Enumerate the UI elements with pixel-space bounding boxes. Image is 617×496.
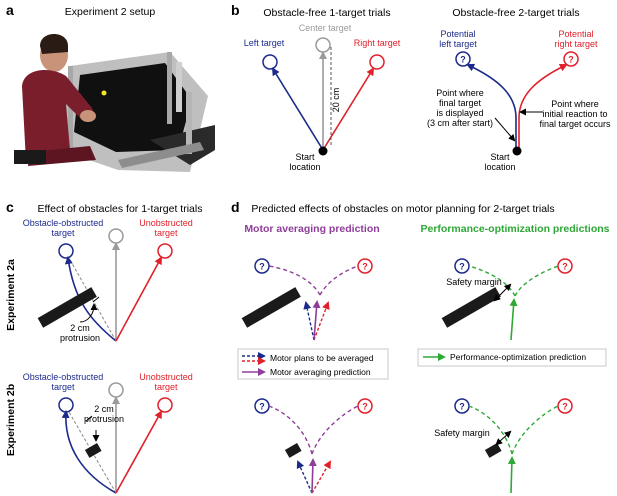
obstructed-target-circle xyxy=(58,243,74,259)
distance-label: 20 cm xyxy=(331,88,341,113)
straight-path-guide xyxy=(68,257,117,342)
center-target-circle-c xyxy=(108,228,124,244)
panel-d-title: Predicted effects of obstacles on motor … xyxy=(251,203,554,215)
right-reach-arrow xyxy=(322,67,375,151)
left-target-circle xyxy=(262,54,278,70)
panel-a-letter: a xyxy=(6,2,14,18)
c-exp2b-diagram: Obstacle-obstructed target Unobstructed … xyxy=(23,372,193,494)
motor-averaging-title: Motor averaging prediction xyxy=(244,223,379,235)
d-averaging-2b: ? ? xyxy=(254,398,373,494)
protrusion-b-label-1: 2 cm xyxy=(94,404,114,414)
unobstructed-b-target-circle xyxy=(157,397,173,413)
final-target-note-1: Point where xyxy=(436,88,484,98)
protrusion-tick xyxy=(92,296,100,303)
d-q-5: ? xyxy=(259,402,265,412)
c-exp2a-diagram: Obstacle-obstructed target Unobstructed … xyxy=(23,218,193,343)
panel-d-letter: d xyxy=(231,199,240,215)
final-target-note-3: is displayed xyxy=(436,108,483,118)
protrusion-label-1: 2 cm xyxy=(70,323,90,333)
unobstructed-b-label-1: Unobstructed xyxy=(139,372,193,382)
left-reach-arrow xyxy=(271,67,324,151)
protrusion-pointer xyxy=(79,303,98,323)
d-legend-averaging: Motor plans to be averaged Motor averagi… xyxy=(237,348,389,380)
unobstructed-label-1: Unobstructed xyxy=(139,218,193,228)
obstructed-label-1: Obstacle-obstructed xyxy=(23,218,104,228)
legend-averaging-text: Motor averaging prediction xyxy=(270,367,371,377)
initial-reaction-note-1: Point where xyxy=(551,99,599,109)
panel-b-letter: b xyxy=(231,2,240,18)
final-target-pointer xyxy=(494,117,516,142)
obstructed-b-label-1: Obstacle-obstructed xyxy=(23,372,104,382)
initial-reaction-note-3: final target occurs xyxy=(539,119,611,129)
center-target-label: Center target xyxy=(299,23,352,33)
start2-label-line1: Start xyxy=(490,152,510,162)
d-optimization-2b: ? ? Safety margin xyxy=(434,398,573,494)
d-q-6: ? xyxy=(362,402,368,412)
panel-c-letter: c xyxy=(6,199,14,215)
d-q-2: ? xyxy=(362,262,368,272)
unobstructed-reach-arrow xyxy=(115,256,162,342)
unobstructed-b-label-2: target xyxy=(154,382,178,392)
obstructed-b-reach-arrow xyxy=(61,410,117,494)
d-q-1: ? xyxy=(259,262,265,272)
d-q-8: ? xyxy=(562,402,568,412)
legend-plans-text: Motor plans to be averaged xyxy=(270,353,374,363)
panel-a-title: Experiment 2 setup xyxy=(65,6,156,18)
final-target-note-2: final target xyxy=(439,98,482,108)
obstructed-reach-arrow xyxy=(64,256,117,342)
center-b-target-circle xyxy=(108,382,124,398)
start-label-line1: Start xyxy=(295,152,315,162)
left-curve-arrow xyxy=(466,63,517,150)
protrusion-label-2: protrusion xyxy=(60,333,100,343)
obstructed-b-label-2: target xyxy=(51,382,75,392)
exp-2b-label: Experiment 2b xyxy=(5,384,17,456)
start-location-dot-2 xyxy=(512,146,522,156)
obstructed-label-2: target xyxy=(51,228,75,238)
obstacle-bar xyxy=(37,287,97,328)
unobstructed-target-circle xyxy=(157,243,173,259)
d-averaging-2a: ? ? xyxy=(241,258,373,341)
safety-margin-label-2: Safety margin xyxy=(434,428,490,438)
right-curve-arrow xyxy=(518,64,568,150)
potential-right-line1: Potential xyxy=(558,29,593,39)
potential-left-circle xyxy=(455,51,471,67)
start-label-line2: location xyxy=(289,162,320,172)
potential-right-qmark: ? xyxy=(568,55,574,65)
obstacle-block xyxy=(84,443,102,458)
legend-performance-text: Performance-optimization prediction xyxy=(450,352,586,362)
d-optimization-2a: ? ? Safety margin xyxy=(441,258,573,341)
initial-reaction-note-2: initial reaction to xyxy=(542,109,607,119)
d-q-7: ? xyxy=(459,402,465,412)
unobstructed-b-reach-arrow xyxy=(115,410,162,494)
d-q-4: ? xyxy=(562,262,568,272)
right-target-label: Right target xyxy=(354,38,401,48)
potential-left-qmark: ? xyxy=(460,55,466,65)
start-location-dot xyxy=(318,146,328,156)
start2-label-line2: location xyxy=(484,162,515,172)
performance-optimization-title: Performance-optimization predictions xyxy=(420,223,609,235)
potential-right-circle xyxy=(563,51,579,67)
right-target-circle xyxy=(369,54,385,70)
d-q-3: ? xyxy=(459,262,465,272)
left-target-label: Left target xyxy=(244,38,285,48)
panel-b-right-title: Obstacle-free 2-target trials xyxy=(452,7,579,19)
unobstructed-label-2: target xyxy=(154,228,178,238)
potential-left-line2: left target xyxy=(439,39,477,49)
protrusion-b-tick xyxy=(85,415,93,422)
potential-left-line1: Potential xyxy=(440,29,475,39)
protrusion-b-label-2: protrusion xyxy=(84,414,124,424)
final-target-note-4: (3 cm after start) xyxy=(427,118,493,128)
b-one-target-diagram: Center target Left target Right target 2… xyxy=(244,23,401,172)
exp-2a-label: Experiment 2a xyxy=(5,259,17,331)
obstructed-b-target-circle xyxy=(58,397,74,413)
b-two-target-diagram: Potential left target Potential right ta… xyxy=(427,29,611,172)
experiment-setup-illustration xyxy=(14,34,215,172)
d-legend-performance: Performance-optimization prediction xyxy=(417,348,607,367)
center-target-circle xyxy=(315,37,331,53)
panel-c-title: Effect of obstacles for 1-target trials xyxy=(38,203,203,215)
safety-margin-label-1: Safety margin xyxy=(446,277,502,287)
panel-b-left-title: Obstacle-free 1-target trials xyxy=(263,7,390,19)
potential-right-line2: right target xyxy=(554,39,598,49)
